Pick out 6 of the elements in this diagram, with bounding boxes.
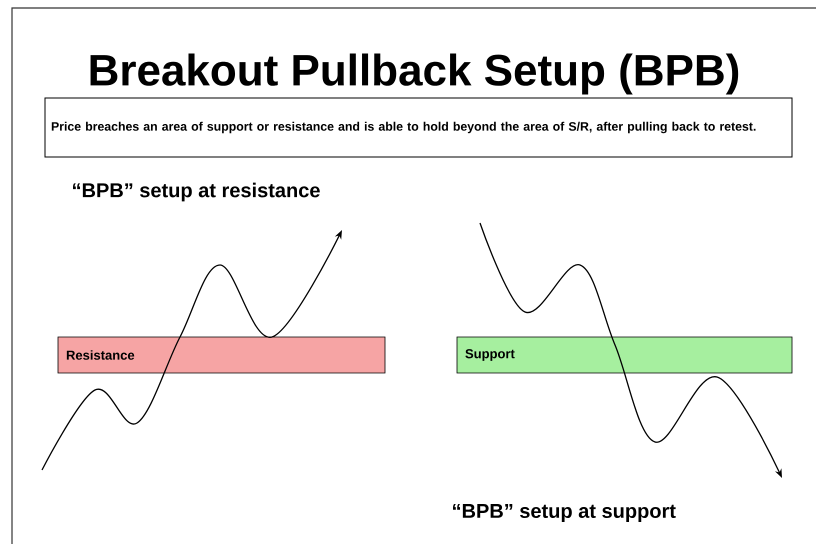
description-box: Price breaches an area of support or resistance and is able to hold beyond the area of S/R, after pulling back to retest. — [44, 98, 792, 158]
setup-label: “BPB” setup at resistance — [73, 182, 320, 202]
price-zone-band: Resistance — [58, 336, 386, 374]
price-zone-band: Support — [456, 336, 792, 374]
setup-label: “BPB” setup at support — [453, 504, 676, 522]
title: Breakout Pullback Setup (BPB) — [90, 54, 738, 94]
